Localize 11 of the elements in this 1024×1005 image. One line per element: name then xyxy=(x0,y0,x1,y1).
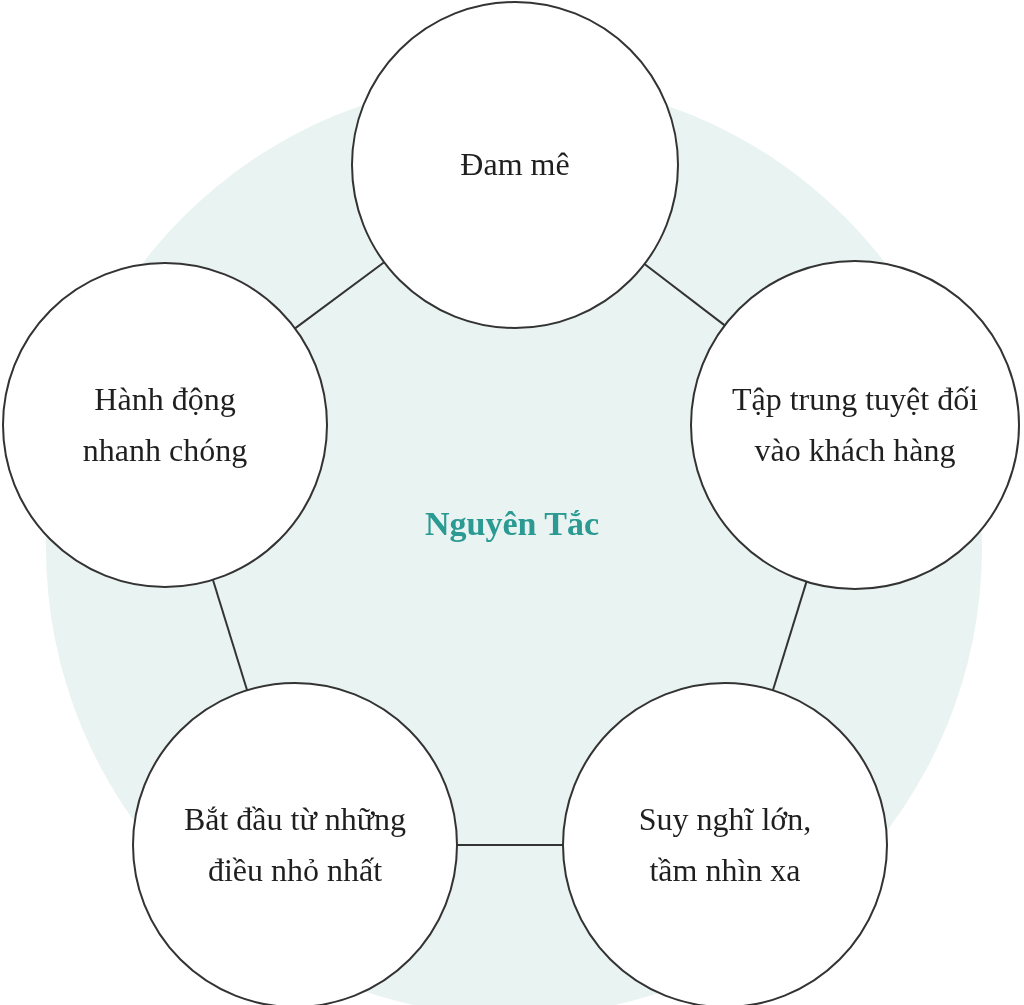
principle-label: Đam mê xyxy=(460,145,570,185)
connector-line xyxy=(643,263,726,327)
center-title: Nguyên Tắc xyxy=(423,505,601,543)
principle-label: Tập trung tuyệt đối vào khách hàng xyxy=(730,379,980,470)
principle-label: Bắt đầu từ những điều nhỏ nhất xyxy=(182,799,408,890)
connector-line xyxy=(294,261,386,330)
connector-line xyxy=(771,580,808,692)
connector-line xyxy=(456,844,564,846)
principle-label: Hành động nhanh chóng xyxy=(81,379,249,470)
principle-label: Suy nghĩ lớn, tầm nhìn xa xyxy=(637,799,813,890)
connector-line xyxy=(211,578,249,692)
